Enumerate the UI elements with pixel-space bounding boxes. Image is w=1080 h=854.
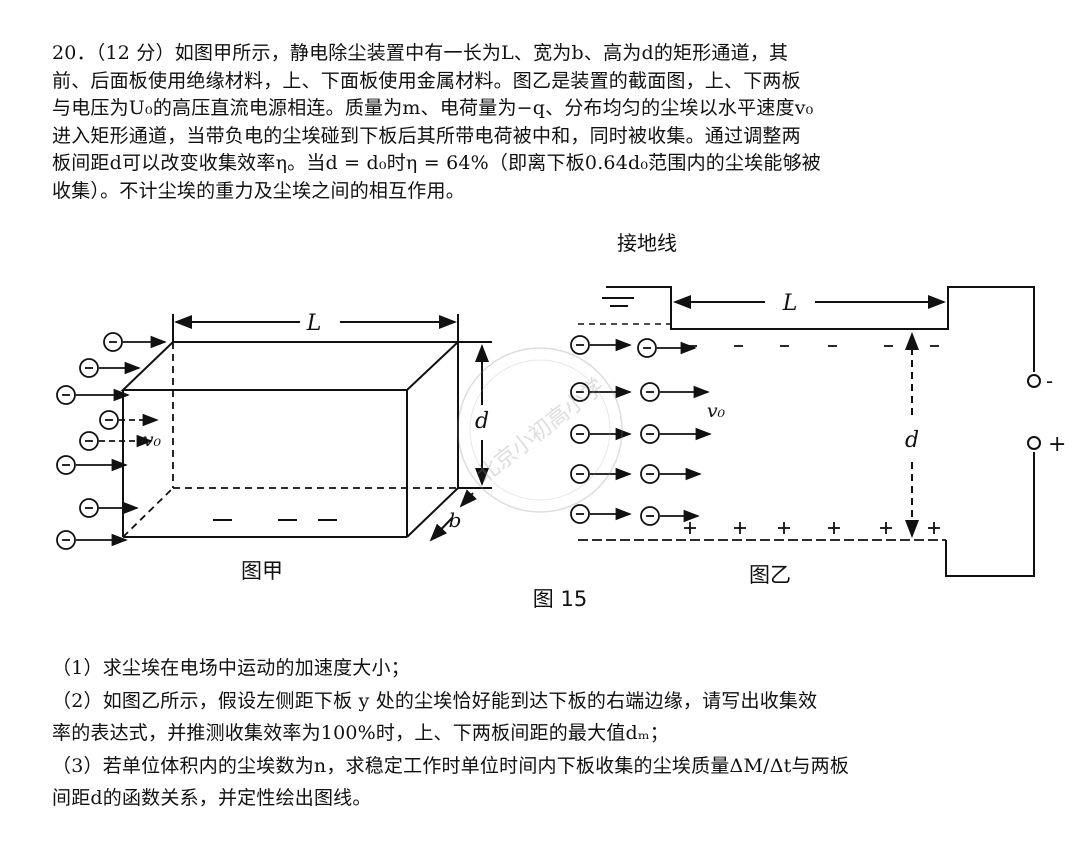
problem-statement: 20．（12 分）如图甲所示，静电除尘装置中有一长为L、宽为b、高为d的矩形通道…	[52, 40, 952, 205]
terminal-negative	[1027, 374, 1041, 388]
figure-15: L d b v₀ 图甲	[56, 231, 1066, 611]
problem-line: 收集）。不计尘埃的重力及尘埃之间的相互作用。	[52, 179, 465, 202]
label-height: d	[905, 428, 919, 453]
problem-line: 20．（12 分）如图甲所示，静电除尘装置中有一长为L、宽为b、高为d的矩形通道…	[52, 42, 789, 64]
dust-particles-a	[56, 332, 167, 550]
top-plate	[667, 286, 1035, 372]
ground-label: 接地线	[617, 231, 677, 255]
question-line: （3）若单位体积内的尘埃数为n，求稳定工作时单位时间内下板收集的尘埃质量ΔM/Δ…	[52, 754, 850, 777]
fig-a-caption: 图甲	[241, 559, 283, 583]
question-list: （1）求尘埃在电场中运动的加速度大小； （2）如图乙所示，假设左侧距下板 y 处…	[52, 652, 952, 815]
label-height: d	[475, 409, 489, 434]
problem-line: 板间距d可以改变收集效率η。当d = d₀时η = 64%（即离下板0.64d₀…	[52, 152, 821, 174]
box-hidden-diagonal	[122, 487, 174, 538]
bottom-plate-wire	[945, 452, 1035, 577]
terminal-positive	[1027, 436, 1041, 450]
label-velocity: v₀	[143, 429, 162, 451]
question-line: （1）求尘埃在电场中运动的加速度大小；	[52, 657, 410, 679]
question-line: 率的表达式，并推测收集效率为100%时，上、下两板间距的最大值dₘ；	[52, 722, 669, 744]
question-line: 间距d的函数关系，并定性绘出图线。	[52, 787, 372, 809]
box-bottom-right-edge	[406, 487, 459, 538]
terminal-plus-sign: +	[1048, 432, 1066, 457]
question-line: （2）如图乙所示，假设左侧距下板 y 处的尘埃恰好能到达下板的右端边缘，请写出收…	[52, 689, 818, 712]
label-velocity: v₀	[707, 400, 726, 422]
problem-line: 进入矩形通道，当带负电的尘埃碰到下板后其所带电荷被中和，同时被收集。通过调整两	[52, 124, 801, 147]
dim-b-arrow-down	[429, 517, 453, 542]
label-length: L	[782, 291, 798, 316]
problem-line: 前、后面板使用绝缘材料，上、下面板使用金属材料。图乙是装置的截面图，上、下两板	[52, 69, 801, 92]
problem-line: 与电压为U₀的高压直流电源相连。质量为m、电荷量为−q、分布均匀的尘埃以水平速度…	[52, 97, 814, 119]
label-width: b	[449, 508, 462, 532]
figure-caption: 图 15	[533, 587, 587, 611]
figure-b	[578, 286, 1041, 577]
figure-a	[120, 314, 492, 542]
fig-b-caption: 图乙	[749, 563, 791, 587]
label-length: L	[306, 311, 322, 336]
dust-particles-b	[570, 335, 712, 526]
terminal-minus-sign: -	[1046, 369, 1053, 393]
dim-b-arrow-up	[459, 489, 477, 508]
